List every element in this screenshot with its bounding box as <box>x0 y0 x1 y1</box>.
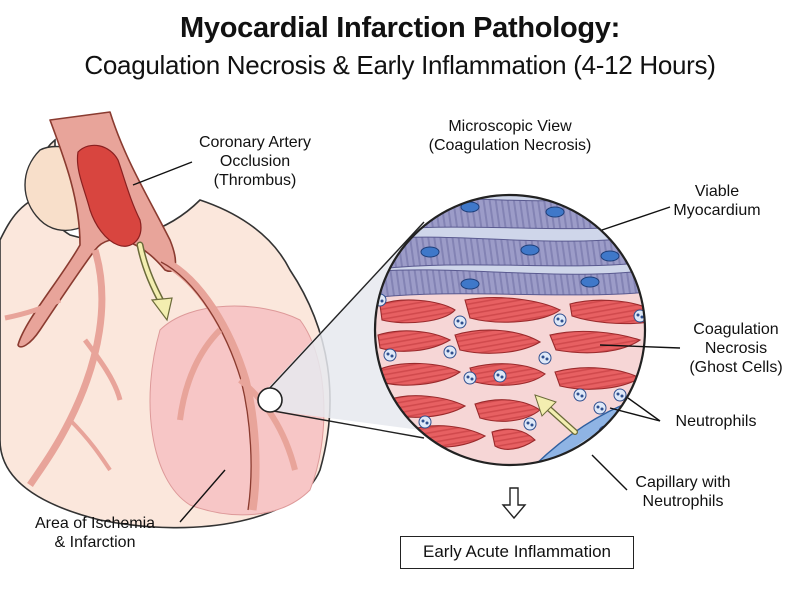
early-inflammation-box: Early Acute Inflammation <box>400 536 634 569</box>
title-line-1: Myocardial Infarction Pathology: <box>180 12 620 44</box>
thrombus <box>76 144 142 247</box>
down-arrow <box>501 487 527 520</box>
microscope-circle-border <box>373 193 647 467</box>
coronary-artery <box>4 111 298 511</box>
label-microscopic-view: Microscopic View(Coagulation Necrosis) <box>428 118 592 154</box>
magnification-cone <box>257 221 425 439</box>
infarct-area <box>149 305 325 516</box>
leader-lines <box>132 161 681 523</box>
label-neutrophils: Neutrophils <box>675 413 757 430</box>
microscope-circle <box>375 195 645 465</box>
label-ischemia: Area of Ischemia& Infarction <box>34 515 156 551</box>
ischemia-arrow <box>136 241 173 322</box>
title-line-2: Coagulation Necrosis & Early Inflammatio… <box>84 50 716 80</box>
